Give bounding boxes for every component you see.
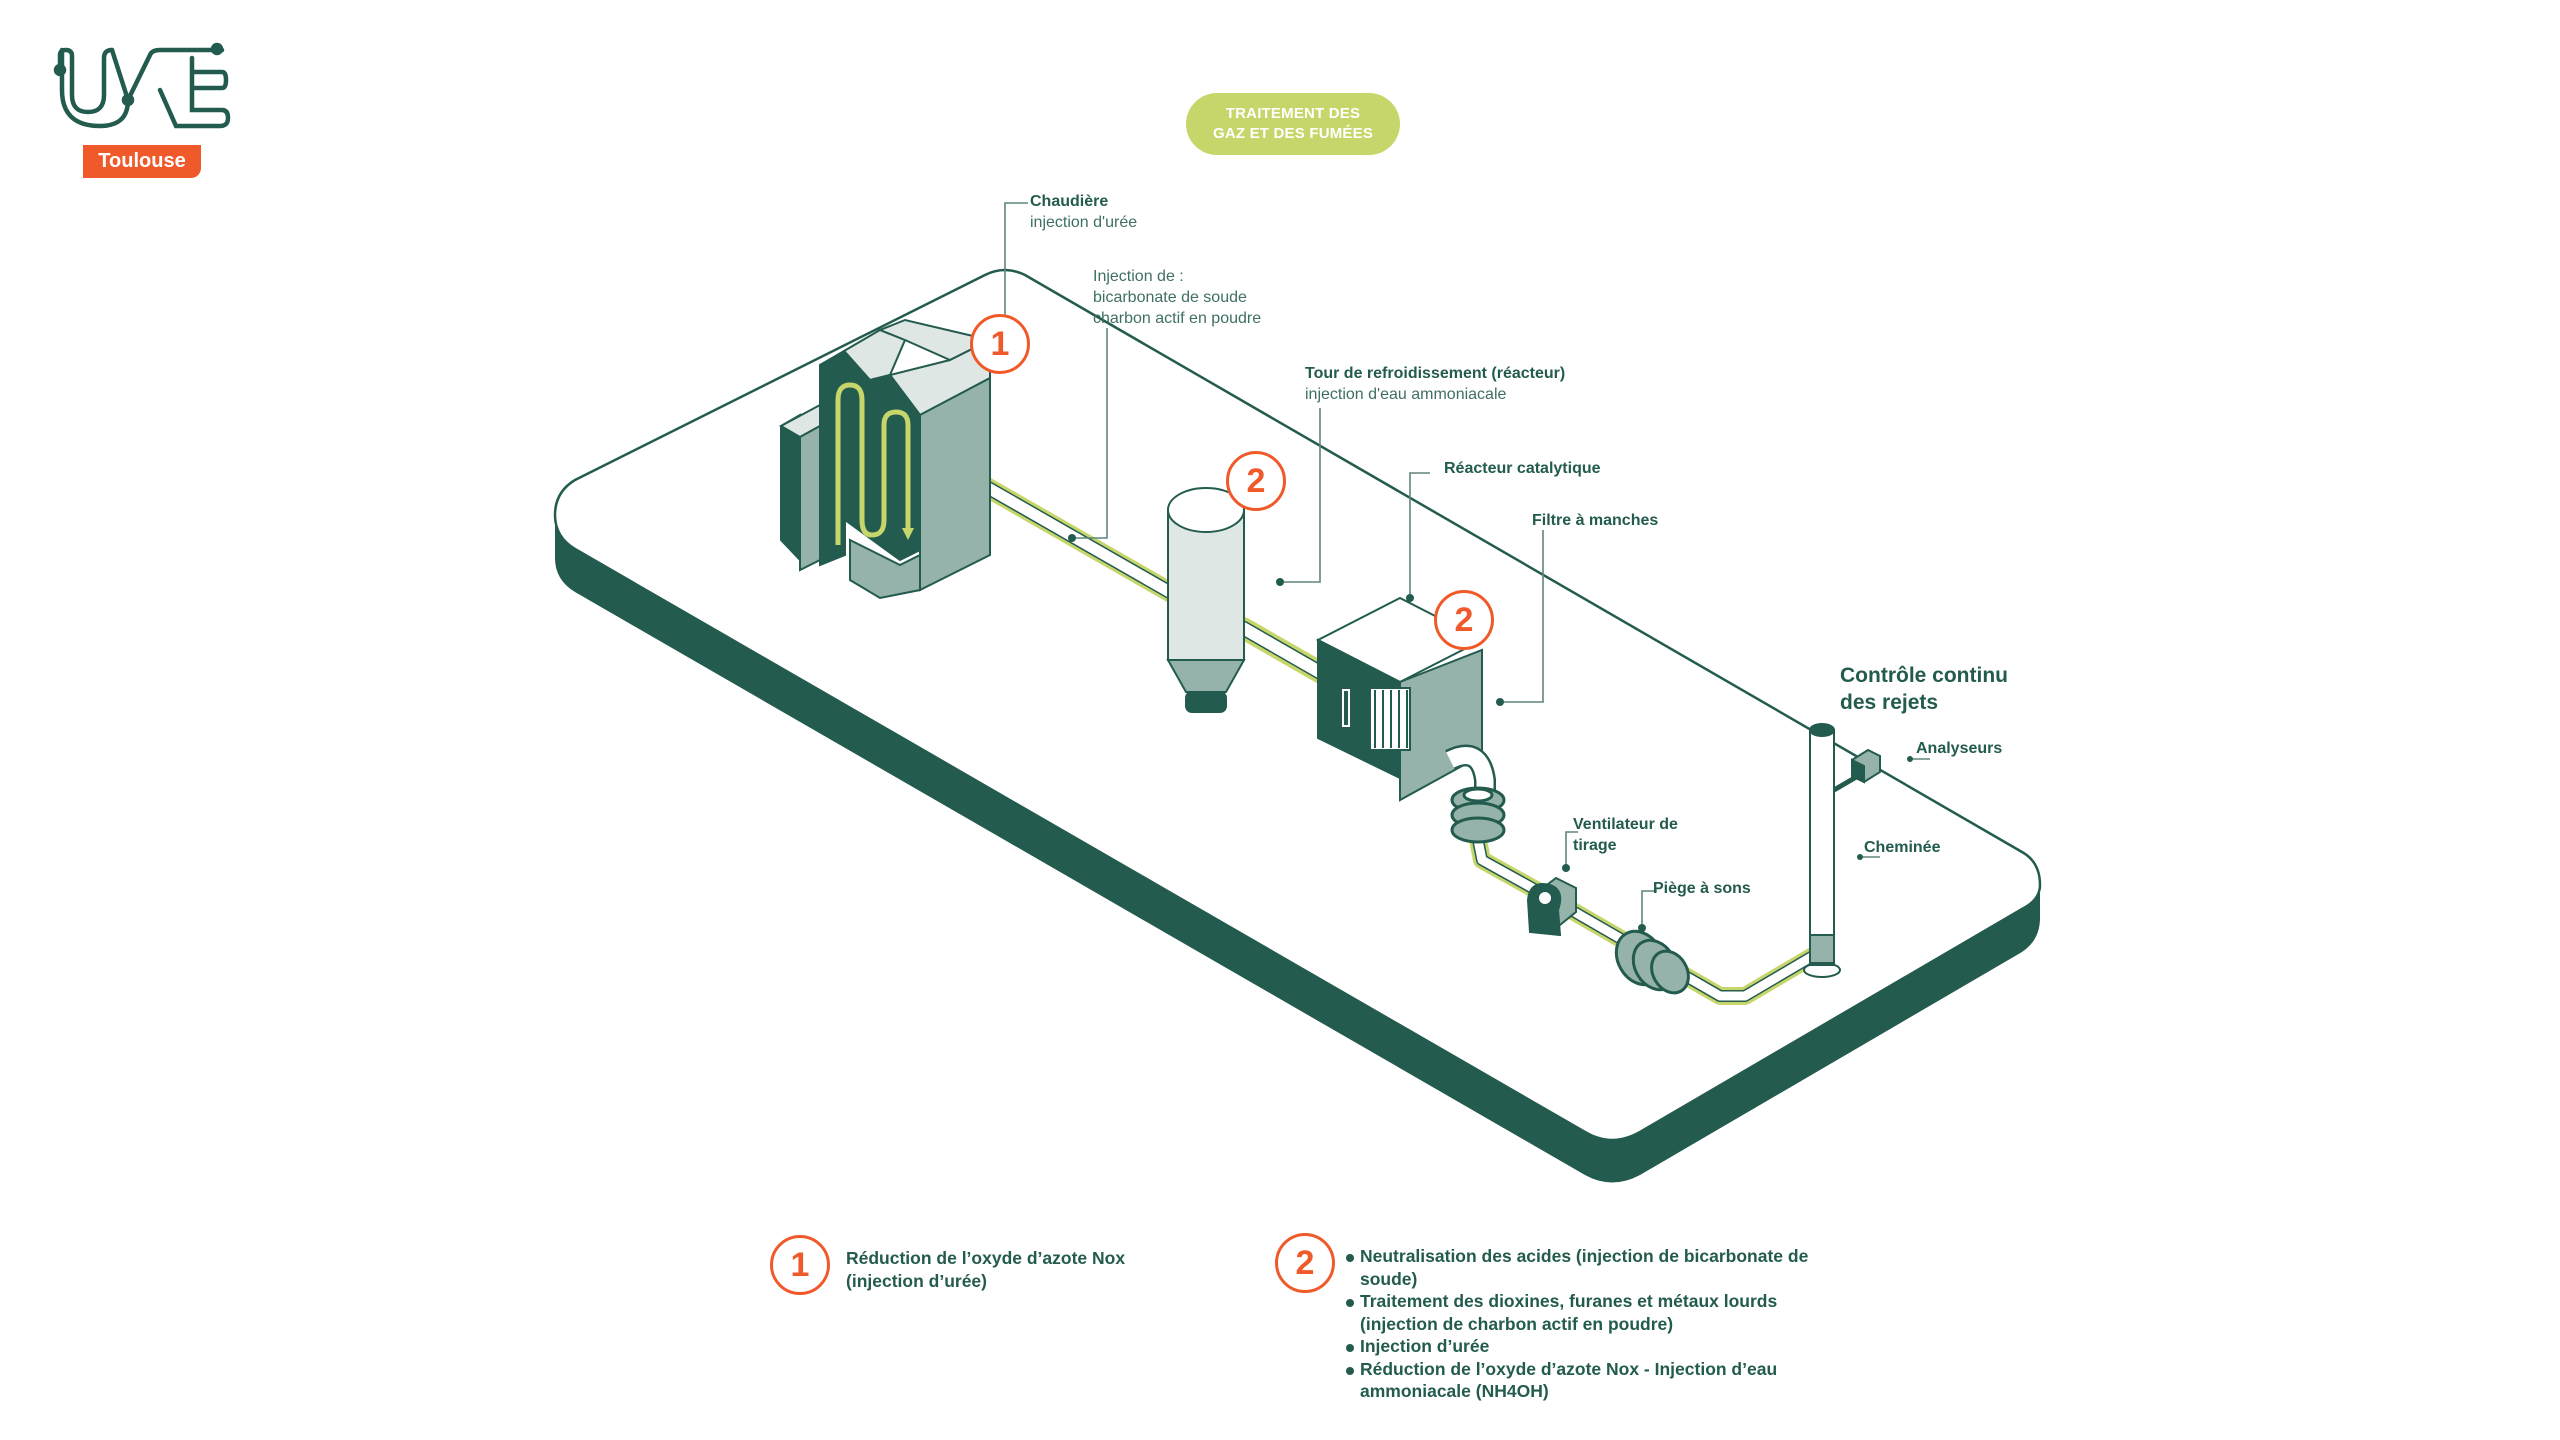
- label-ventilateur-line-2: tirage: [1573, 837, 1617, 854]
- uve-logo: [53, 42, 231, 129]
- leader-dots: [1068, 534, 1913, 932]
- label-cheminee-title: Cheminée: [1864, 839, 1941, 856]
- legend-bullet: Neutralisation des acides (injection de …: [1346, 1245, 1830, 1290]
- label-controle-line-2: des rejets: [1840, 691, 1939, 714]
- label-injection-line-1: Injection de :: [1093, 268, 1184, 285]
- label-ventilateur: Ventilateur de tirage: [1573, 814, 1678, 856]
- label-injection: Injection de : bicarbonate de soude char…: [1093, 266, 1261, 329]
- label-tour-subtitle: injection d'eau ammoniacale: [1305, 386, 1507, 403]
- marker-2-reactor: 2: [1434, 590, 1494, 650]
- label-chaudiere: Chaudière injection d'urée: [1030, 191, 1137, 233]
- legend-item-1-line-2: (injection d’urée): [846, 1271, 987, 1291]
- label-tour: Tour de refroidissement (réacteur) injec…: [1305, 363, 1565, 405]
- label-piege: Piège à sons: [1653, 878, 1751, 899]
- label-cheminee: Cheminée: [1864, 837, 1940, 858]
- legend-item-1: Réduction de l’oxyde d’azote Nox (inject…: [846, 1247, 1125, 1293]
- label-controle: Contrôle continu des rejets: [1840, 662, 2008, 716]
- label-ventilateur-line-1: Ventilateur de: [1573, 816, 1678, 833]
- section-title-line-1: TRAITEMENT DES: [1225, 105, 1361, 122]
- ribbed-duct-illustration: [1445, 744, 1506, 844]
- label-chaudiere-subtitle: injection d'urée: [1030, 214, 1138, 231]
- legend-bullet: Réduction de l’oxyde d’azote Nox - Injec…: [1346, 1358, 1830, 1403]
- legend-item-1-line-1: Réduction de l’oxyde d’azote Nox: [846, 1248, 1126, 1268]
- label-filtre: Filtre à manches: [1532, 510, 1658, 531]
- label-analyseurs-title: Analyseurs: [1916, 740, 2003, 757]
- label-injection-line-3: charbon actif en poudre: [1093, 310, 1262, 327]
- legend-marker-2: 2: [1275, 1233, 1335, 1293]
- section-title-line-2: GAZ ET DES FUMÉES: [1212, 125, 1374, 142]
- label-reacteur-title: Réacteur catalytique: [1444, 460, 1601, 477]
- label-reacteur: Réacteur catalytique: [1444, 458, 1601, 479]
- label-injection-line-2: bicarbonate de soude: [1093, 289, 1247, 306]
- leader-lines: [1004, 202, 1930, 925]
- boiler-illustration: [778, 318, 993, 600]
- legend-item-2-list: Neutralisation des acides (injection de …: [1346, 1245, 1830, 1403]
- label-filtre-title: Filtre à manches: [1532, 512, 1659, 529]
- city-badge: Toulouse: [83, 145, 201, 178]
- cooling-tower-illustration: [1166, 487, 1246, 713]
- marker-1-boiler: 1: [970, 314, 1030, 374]
- legend-bullet: Traitement des dioxines, furanes et méta…: [1346, 1290, 1830, 1335]
- marker-2-tower: 2: [1226, 451, 1286, 511]
- label-piege-title: Piège à sons: [1653, 880, 1751, 897]
- label-chaudiere-title: Chaudière: [1030, 193, 1109, 210]
- chimney-illustration: [1803, 723, 1881, 978]
- flue-pipe-2: [1232, 617, 1341, 689]
- section-title-badge: TRAITEMENT DES GAZ ET DES FUMÉES: [1186, 93, 1400, 155]
- silencer-illustration: [1614, 929, 1690, 995]
- legend-marker-1: 1: [770, 1235, 830, 1295]
- label-tour-title: Tour de refroidissement (réacteur): [1305, 365, 1566, 382]
- label-controle-line-1: Contrôle continu: [1840, 664, 2008, 687]
- induced-draft-fan-illustration: [1526, 876, 1577, 937]
- label-analyseurs: Analyseurs: [1916, 738, 2002, 759]
- legend-bullet: Injection d’urée: [1346, 1335, 1830, 1358]
